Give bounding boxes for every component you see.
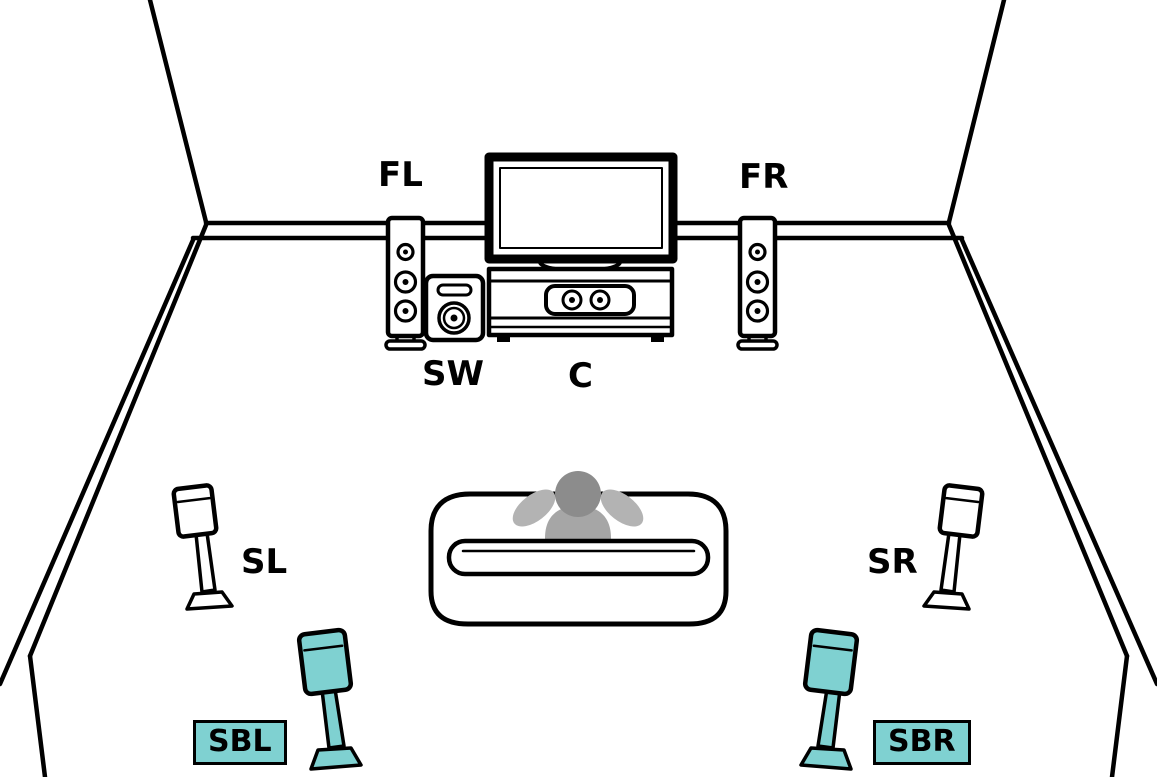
- speaker-stand-pole: [320, 687, 346, 750]
- label-subwoofer: SW: [422, 354, 484, 394]
- tv: [484, 152, 678, 273]
- right-wall-front-edge-line: [1109, 653, 1130, 777]
- surround-back-left-speaker: [296, 627, 363, 771]
- subwoofer: [423, 273, 486, 343]
- listener-head: [555, 471, 601, 517]
- subwoofer-port-icon: [436, 283, 473, 297]
- listener: [512, 471, 644, 562]
- label-center: C: [568, 356, 593, 396]
- left-wall-front-edge-line: [27, 653, 48, 777]
- speaker-stand-pole: [194, 531, 217, 594]
- speaker-stand-base: [309, 746, 363, 771]
- speaker-driver-icon: [393, 270, 418, 294]
- left-baseboard-bottom-line: [0, 237, 196, 687]
- tv-screen: [484, 152, 678, 264]
- right-floor-junction-line: [946, 222, 1130, 659]
- front-left-speaker: [384, 215, 427, 351]
- speaker-driver-icon: [396, 242, 415, 262]
- cabinet-foot-left: [497, 335, 510, 342]
- speaker-stand-base: [799, 746, 853, 771]
- label-surround-left: SL: [241, 542, 288, 582]
- speaker-stand-pole: [816, 687, 842, 750]
- right-ceiling-corner-line: [946, 0, 1007, 225]
- front-right-speaker: [736, 215, 779, 351]
- speaker-driver-icon: [748, 242, 767, 262]
- speaker-driver-icon: [745, 299, 770, 323]
- left-ceiling-corner-line: [147, 0, 209, 225]
- speaker-stand-base: [185, 590, 234, 611]
- left-floor-junction-line: [27, 222, 209, 659]
- label-surround-right: SR: [867, 542, 918, 582]
- label-surround-back-left: SBL: [193, 720, 287, 765]
- surround-right-speaker: [922, 483, 985, 611]
- speaker-stand-pole: [939, 531, 962, 594]
- label-front-left: FL: [378, 155, 423, 195]
- center-speaker-driver-icon: [589, 289, 611, 311]
- center-speaker-driver-icon: [561, 289, 583, 311]
- sofa-seat-cushion: [446, 538, 711, 577]
- surround-left-speaker: [171, 483, 234, 611]
- listener-arm-left: [512, 489, 556, 527]
- label-surround-back-right: SBR: [873, 720, 971, 765]
- label-front-right: FR: [739, 157, 789, 197]
- right-baseboard-bottom-line: [959, 237, 1157, 687]
- cabinet-foot-right: [651, 335, 664, 342]
- speaker-driver-icon: [393, 299, 418, 323]
- tv-screen-inner-line: [499, 167, 663, 249]
- speaker-driver-icon: [745, 270, 770, 294]
- speaker-stand-base: [922, 590, 971, 611]
- listener-arm-right: [600, 489, 644, 527]
- subwoofer-driver-icon: [437, 301, 471, 335]
- center-speaker: [544, 284, 636, 316]
- surround-back-right-speaker: [799, 627, 860, 771]
